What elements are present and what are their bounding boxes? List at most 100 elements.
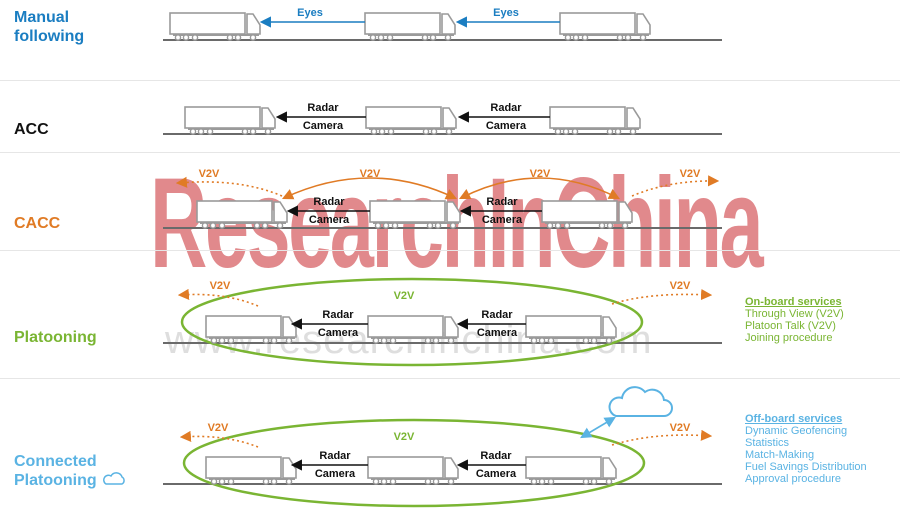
row-label-connected: Connected Platooning	[14, 452, 127, 490]
truck-icon	[205, 315, 297, 344]
platoon-ellipse	[180, 277, 644, 367]
truck-icon	[369, 200, 461, 229]
truck-trailer	[367, 456, 444, 479]
v2v-dotted-arrow	[175, 176, 283, 197]
v2v-label: V2V	[199, 168, 220, 180]
truck-wheel	[389, 337, 397, 344]
truck-wheel	[426, 222, 434, 229]
truck-chassis	[553, 128, 639, 130]
truck-wheel	[424, 337, 432, 344]
v2v-arc	[459, 177, 620, 200]
truck-trailer	[549, 106, 626, 129]
truck-icon	[525, 315, 617, 344]
truck-wheel	[432, 337, 440, 344]
eyes-label: Eyes	[297, 7, 323, 19]
sensor-label-radar: Radar	[480, 450, 512, 462]
truck-wheel	[434, 222, 442, 229]
truck-icon	[367, 456, 459, 485]
truck-wheel	[253, 222, 261, 229]
row-separator	[0, 250, 900, 251]
sensor-label-camera: Camera	[486, 120, 527, 132]
v2v-label: V2V	[360, 168, 381, 180]
truck-trailer	[541, 200, 618, 223]
truck-wheel	[605, 337, 613, 344]
truck-wheel	[370, 128, 378, 135]
truck-chassis	[371, 337, 457, 339]
truck-wheel	[582, 337, 590, 344]
truck-trailer	[369, 200, 446, 223]
truck-wheel	[218, 222, 226, 229]
v2v-dotted-arrow	[611, 288, 713, 305]
truck-chassis	[371, 478, 457, 480]
truck-cab	[273, 201, 288, 223]
truck-wheel	[530, 478, 538, 485]
truck-trailer	[184, 106, 261, 129]
offboard-service-item: Approval procedure	[745, 473, 842, 485]
truck-wheel	[432, 478, 440, 485]
truck-icon	[196, 200, 288, 229]
v2v-label: V2V	[210, 280, 231, 292]
onboard-service-item: Joining procedure	[745, 332, 833, 344]
truck-wheel	[378, 128, 386, 135]
truck-wheel	[380, 478, 388, 485]
truck-wheel	[276, 222, 284, 229]
truck-wheel	[218, 478, 226, 485]
sensor-label-camera: Camera	[482, 214, 523, 226]
truck-chassis	[188, 128, 274, 130]
sensor-label-radar: Radar	[307, 102, 339, 114]
truck-wheel	[582, 478, 590, 485]
truck-chassis	[373, 222, 459, 224]
v2v-label: V2V	[530, 168, 551, 180]
row-label-cacc: CACC	[14, 215, 61, 232]
truck-cab	[602, 457, 617, 479]
truck-cab	[446, 201, 461, 223]
truck-icon	[169, 12, 261, 41]
v2v-dotted-arrow	[177, 288, 259, 307]
sensor-label-radar: Radar	[481, 309, 513, 321]
truck-wheel	[380, 337, 388, 344]
row-label-manual: Manual following	[14, 8, 84, 46]
truck-cab	[246, 13, 261, 35]
truck-wheel	[571, 128, 579, 135]
cloud-icon	[608, 386, 673, 417]
truck-trailer	[364, 12, 441, 35]
truck-icon	[205, 456, 297, 485]
onboard-service-item: Through View (V2V)	[745, 308, 844, 320]
truck-wheel	[241, 128, 249, 135]
truck-wheel	[197, 128, 205, 135]
truck-wheel	[226, 34, 234, 41]
truck-chassis	[209, 478, 295, 480]
truck-wheel	[249, 34, 257, 41]
truck-wheel	[209, 222, 217, 229]
eyes-label: Eyes	[493, 7, 519, 19]
sensor-label-radar: Radar	[490, 102, 522, 114]
onboard-services: On-board services Through View (V2V) Pla…	[745, 296, 844, 344]
row-label-acc: ACC	[14, 121, 49, 138]
truck-chassis	[529, 337, 615, 339]
sensor-label-camera: Camera	[318, 327, 359, 339]
row-label-connected-line2-text: Platooning	[14, 472, 97, 489]
truck-wheel	[624, 34, 632, 41]
truck-wheel	[270, 337, 278, 344]
truck-icon	[559, 12, 651, 41]
truck-chassis	[529, 478, 615, 480]
truck-chassis	[200, 222, 286, 224]
truck-wheel	[445, 128, 453, 135]
v2v-label: V2V	[680, 168, 701, 180]
truck-cab	[618, 201, 633, 223]
truck-wheel	[206, 128, 214, 135]
truck-wheel	[386, 34, 394, 41]
onboard-services-header: On-board services	[745, 296, 842, 308]
truck-icon	[549, 106, 641, 135]
v2v-dotted-arrow	[611, 429, 713, 446]
truck-wheel	[424, 478, 432, 485]
row-separator	[0, 152, 900, 153]
truck-icon	[367, 315, 459, 344]
truck-trailer	[196, 200, 273, 223]
truck-chassis	[369, 128, 455, 130]
truck-wheel	[605, 478, 613, 485]
truck-cab	[626, 107, 641, 129]
offboard-services-header: Off-board services	[745, 413, 843, 425]
truck-wheel	[614, 128, 622, 135]
truck-wheel	[430, 128, 438, 135]
